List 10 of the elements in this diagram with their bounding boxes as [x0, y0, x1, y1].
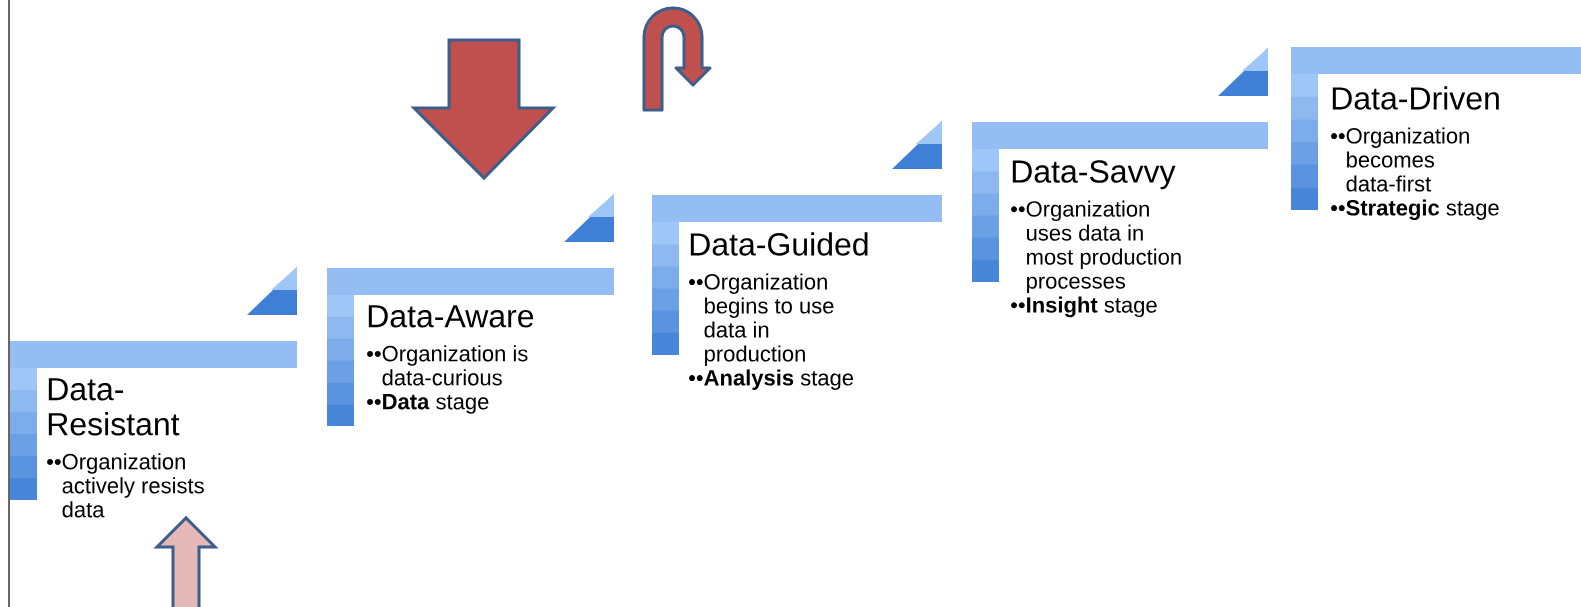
stage-title: Data-Aware	[368, 305, 534, 328]
stage-title: Data-Resistant	[48, 378, 180, 436]
stage-title: Data-Savvy	[1012, 160, 1176, 190]
bullet-text: ••Strategic stage	[1331, 199, 1499, 221]
stage-title: Data-Driven	[1332, 86, 1499, 110]
bullet-text: ••Data stage	[367, 394, 489, 414]
bullet-text: ••Organization actively resists data	[47, 453, 204, 518]
stage-title: Data-Guided	[690, 232, 868, 256]
bullet-text: ••Insight stage	[1011, 296, 1157, 318]
bullet-text: ••Analysis stage	[689, 369, 854, 390]
